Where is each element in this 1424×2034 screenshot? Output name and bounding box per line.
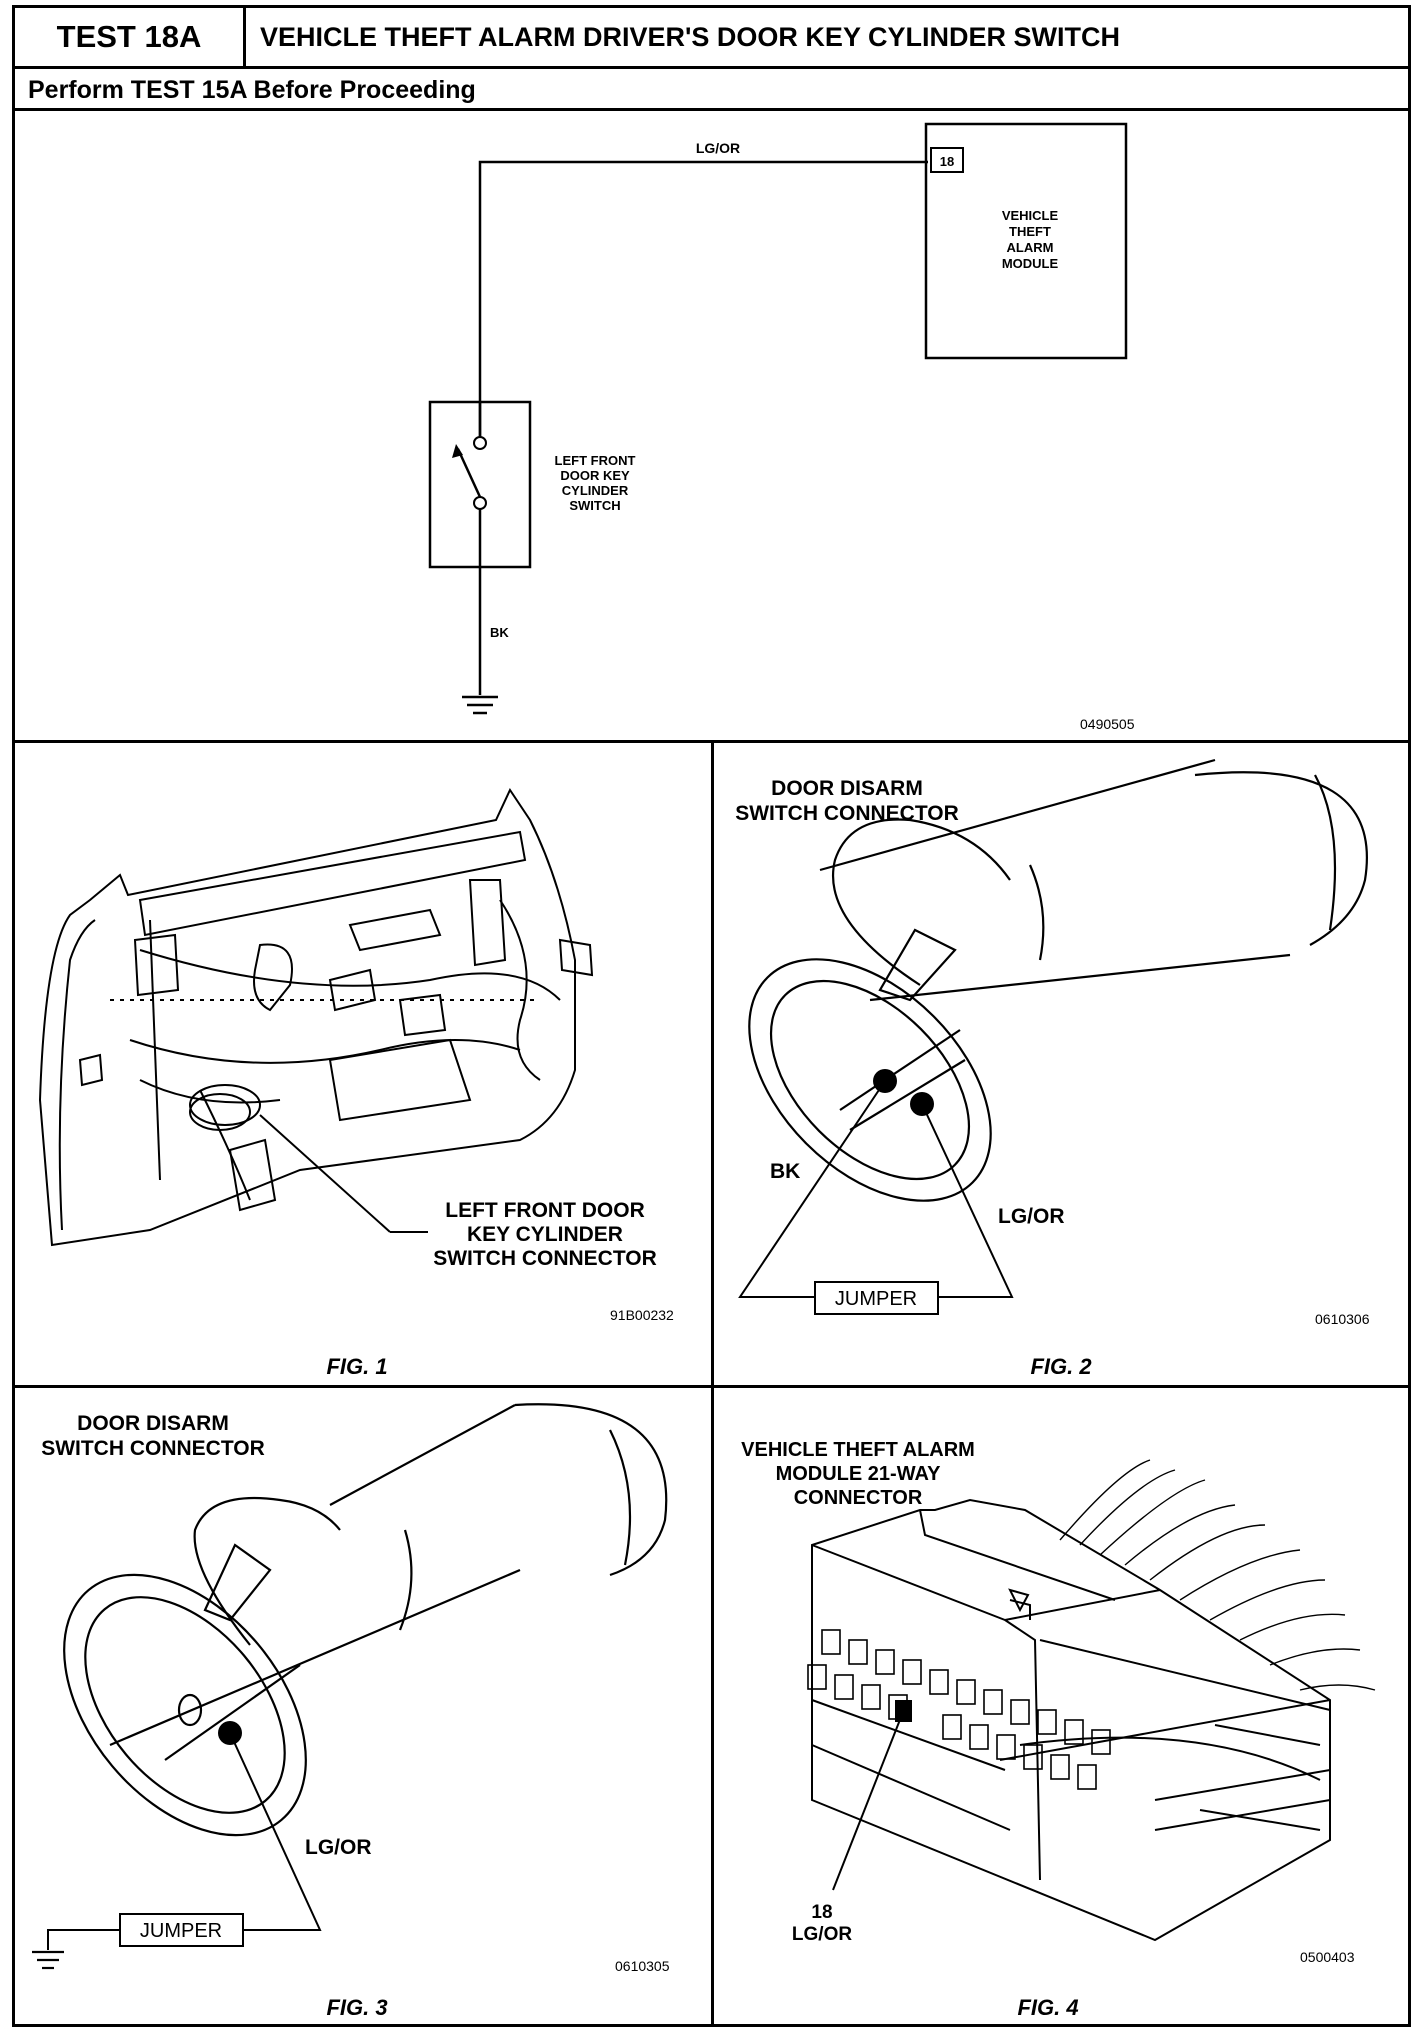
- fig3-wire-lg-or-label: LG/OR: [305, 1836, 372, 1859]
- subtitle-divider: [12, 108, 1411, 111]
- fig3-title-line2: SWITCH CONNECTOR: [41, 1437, 265, 1460]
- fig4-caption: FIG. 4: [1017, 1995, 1078, 2020]
- switch-blade: [456, 448, 482, 498]
- switch-label-line3: CYLINDER: [562, 483, 629, 498]
- fig1-leader-line: [259, 1114, 391, 1233]
- figure-column-divider: [711, 740, 714, 2025]
- fig1-code: 91B00232: [610, 1307, 674, 1323]
- pin-18-box: [930, 147, 964, 173]
- fig2-wire-lg-or-label: LG/OR: [998, 1205, 1065, 1228]
- switch-arrow-icon: [452, 444, 463, 458]
- switch-label-line4: SWITCH: [569, 498, 620, 513]
- lg-or-wire: [478, 160, 928, 445]
- fig1-door-illustration: [38, 787, 594, 1247]
- fig4-connector-illustration: [811, 1498, 1331, 1942]
- fig3-title-line1: DOOR DISARM: [77, 1412, 229, 1435]
- fig4-wire-harness: [1059, 1459, 1376, 1691]
- ground-icon: [462, 695, 498, 715]
- schematic-code: 0490505: [1080, 716, 1135, 732]
- page-frame: [12, 5, 1411, 2027]
- module-label-line3: ALARM: [1007, 240, 1054, 255]
- fig4-title-line3: CONNECTOR: [794, 1487, 923, 1509]
- fig4-title-line1: VEHICLE THEFT ALARM: [741, 1439, 975, 1461]
- fig3-jumper-box: [119, 1913, 244, 1947]
- fig4-terminal-cavities: [807, 1629, 1111, 1790]
- switch-label-line2: DOOR KEY: [560, 468, 630, 483]
- header-cell-divider: [243, 5, 246, 68]
- fig2-connector-illustration: [748, 758, 1368, 1202]
- wire-lg-or-label: LG/OR: [696, 140, 740, 156]
- switch-contact-bottom: [473, 496, 487, 510]
- fig3-jumper-label: JUMPER: [140, 1920, 222, 1942]
- fig1-label-line2: KEY CYLINDER: [467, 1223, 623, 1246]
- fig4-title-line2: MODULE 21-WAY: [776, 1463, 942, 1485]
- fig1-label-line3: SWITCH CONNECTOR: [433, 1247, 657, 1270]
- fig3-ground-icon: [32, 1950, 64, 1970]
- switch-label-line1: LEFT FRONT: [555, 453, 636, 468]
- page-title: VEHICLE THEFT ALARM DRIVER'S DOOR KEY CY…: [260, 21, 1120, 52]
- fig1-label-line1: LEFT FRONT DOOR: [445, 1199, 644, 1222]
- fig1-caption: FIG. 1: [326, 1354, 387, 1379]
- fig3-jumper-wire-right: [229, 1732, 322, 1931]
- fig2-code: 0610306: [1315, 1311, 1370, 1327]
- wire-bk-label: BK: [490, 625, 509, 640]
- fig2-wire-bk-label: BK: [770, 1160, 800, 1183]
- fig4-leader-line: [832, 1711, 904, 1891]
- module-label-line1: VEHICLE: [1002, 208, 1059, 223]
- module-label-line2: THEFT: [1009, 224, 1051, 239]
- fig2-jumper-wire-right: [921, 1103, 1014, 1298]
- test-id: TEST 18A: [56, 19, 202, 54]
- schematic: 18 LG/OR VEHICLE THEFT ALARM MODULE LEFT…: [428, 122, 1135, 732]
- fig3-jumper-wire-left: [47, 1929, 120, 1950]
- header-divider: [12, 66, 1411, 69]
- fig3-connector-illustration: [63, 1403, 668, 1837]
- fig2-title-line1: DOOR DISARM: [771, 777, 923, 800]
- vehicle-theft-alarm-module-box: [924, 122, 1128, 360]
- fig3-caption: FIG. 3: [326, 1995, 387, 2020]
- fig4-pin-18: [895, 1700, 912, 1722]
- fig2-jumper-wire-left: [738, 1080, 886, 1298]
- fig4-pin-number: 18: [811, 1902, 832, 1923]
- page-subtitle: Perform TEST 15A Before Proceeding: [28, 75, 476, 104]
- fig2-jumper-label: JUMPER: [835, 1288, 917, 1310]
- pin-18-label: 18: [940, 154, 954, 169]
- fig4-code: 0500403: [1300, 1949, 1355, 1965]
- fig3-code: 0610305: [615, 1958, 670, 1974]
- fig2-title-line2: SWITCH CONNECTOR: [735, 802, 959, 825]
- switch-contact-top: [473, 436, 487, 450]
- module-label-line4: MODULE: [1002, 256, 1059, 271]
- fig4-wire-label: LG/OR: [792, 1924, 852, 1945]
- fig2-caption: FIG. 2: [1030, 1354, 1092, 1379]
- fig2-jumper-box: [814, 1281, 939, 1315]
